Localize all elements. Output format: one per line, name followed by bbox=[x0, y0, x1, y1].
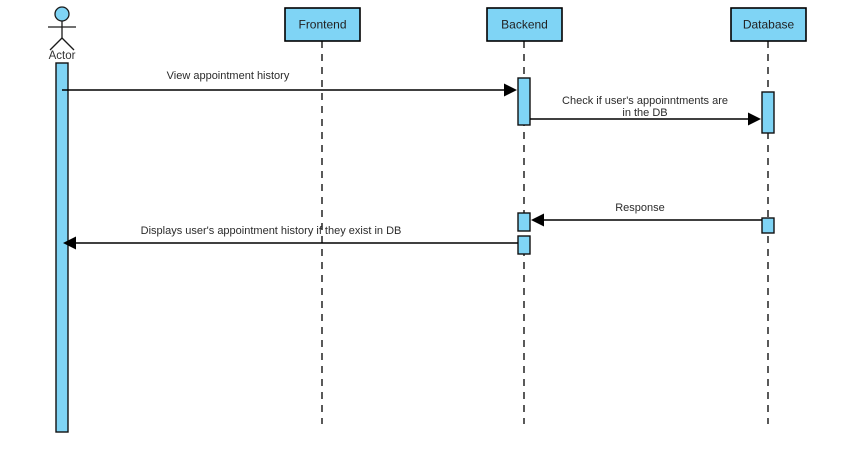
activation-bar-actor[interactable] bbox=[55, 62, 69, 433]
message-label-2-line-1: Check if user's appoinntments are bbox=[562, 95, 728, 107]
participant-label-backend: Backend bbox=[501, 18, 548, 32]
participant-label-frontend: Frontend bbox=[298, 18, 346, 32]
message-displays-appointment-history[interactable]: Displays user's appointment history if t… bbox=[63, 225, 518, 250]
arrowhead-left-icon-4 bbox=[63, 236, 76, 250]
actor-head-icon bbox=[54, 6, 70, 22]
message-label-4: Displays user's appointment history if t… bbox=[141, 225, 402, 237]
activation-bar-backend-2[interactable] bbox=[517, 212, 531, 232]
activation-bar-database-1[interactable] bbox=[761, 91, 775, 134]
message-response[interactable]: Response bbox=[531, 202, 762, 227]
participant-box-backend[interactable] bbox=[486, 7, 563, 42]
participant-box-database[interactable] bbox=[730, 7, 807, 42]
participant-label-database: Database bbox=[743, 18, 795, 32]
arrowhead-left-icon-3 bbox=[531, 213, 544, 227]
activations-group bbox=[55, 62, 775, 433]
actor-right-leg-icon bbox=[61, 37, 75, 51]
participant-database[interactable]: Database bbox=[730, 7, 807, 42]
participant-label-actor: Actor bbox=[49, 50, 76, 62]
message-label-2-line-2: in the DB bbox=[622, 107, 667, 119]
participant-frontend[interactable]: Frontend bbox=[284, 7, 361, 42]
message-label-1: View appointment history bbox=[167, 70, 290, 82]
message-view-appointment-history[interactable]: View appointment history bbox=[62, 70, 517, 97]
arrowhead-right-icon-1 bbox=[504, 83, 517, 97]
participant-box-frontend[interactable] bbox=[284, 7, 361, 42]
message-label-3: Response bbox=[615, 202, 665, 214]
activation-bar-database-2[interactable] bbox=[761, 217, 775, 234]
activation-bar-backend-3[interactable] bbox=[517, 235, 531, 255]
message-check-appointments-in-db[interactable]: Check if user's appoinntments are in the… bbox=[530, 95, 761, 126]
arrowhead-right-icon-2 bbox=[748, 112, 761, 126]
participant-actor[interactable]: Actor bbox=[48, 6, 76, 62]
activation-bar-backend-1[interactable] bbox=[517, 77, 531, 126]
participant-backend[interactable]: Backend bbox=[486, 7, 563, 42]
actor-left-leg-icon bbox=[49, 37, 63, 51]
